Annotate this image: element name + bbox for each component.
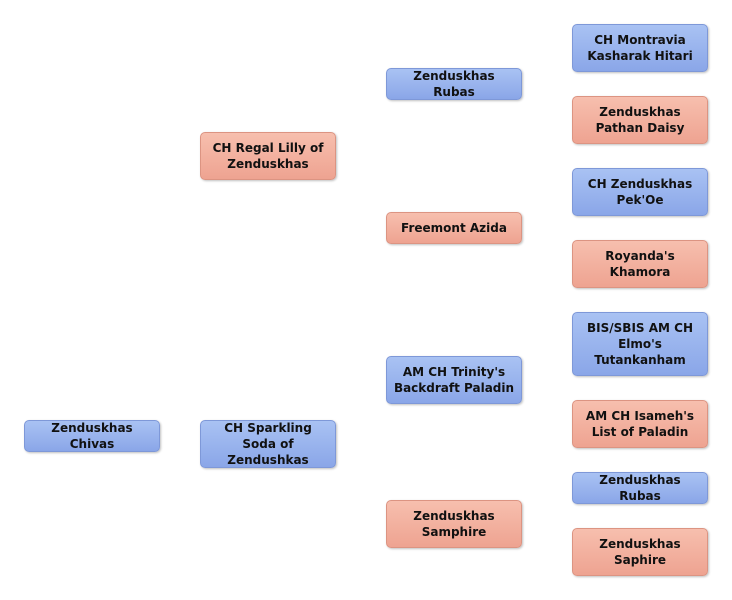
dam-dam-node: Freemont Azida — [386, 212, 522, 244]
ggp-name-4: Royanda's Khamora — [605, 249, 675, 279]
subject-node: Zenduskhas Chivas — [24, 420, 160, 452]
ggp-name-6: AM CH Isameh's List of Paladin — [585, 409, 695, 439]
sire-node: CH Sparkling Soda of Zendushkas — [200, 420, 336, 468]
ggp-node-3: CH Zenduskhas Pek'Oe — [572, 168, 708, 216]
ggp-node-5: BIS/SBIS AM CH Elmo's Tutankanham — [572, 312, 708, 376]
ggp-name-7: Zenduskhas Rubas — [599, 473, 681, 503]
dam-sire-name: Zenduskhas Rubas — [413, 69, 495, 99]
subject-name: Zenduskhas Chivas — [51, 421, 133, 451]
ggp-node-8: Zenduskhas Saphire — [572, 528, 708, 576]
ggp-name-5: BIS/SBIS AM CH Elmo's Tutankanham — [587, 321, 693, 367]
dam-dam-name: Freemont Azida — [401, 221, 507, 235]
ggp-node-7: Zenduskhas Rubas — [572, 472, 708, 504]
dam-name: CH Regal Lilly of Zenduskhas — [212, 141, 324, 171]
ggp-name-3: CH Zenduskhas Pek'Oe — [587, 177, 693, 207]
sire-dam-name: Zenduskhas Samphire — [413, 509, 495, 539]
ggp-node-4: Royanda's Khamora — [572, 240, 708, 288]
sire-sire-node: AM CH Trinity's Backdraft Paladin — [386, 356, 522, 404]
dam-node: CH Regal Lilly of Zenduskhas — [200, 132, 336, 180]
dam-sire-node: Zenduskhas Rubas — [386, 68, 522, 100]
ggp-node-6: AM CH Isameh's List of Paladin — [572, 400, 708, 448]
ggp-name-8: Zenduskhas Saphire — [599, 537, 681, 567]
sire-dam-node: Zenduskhas Samphire — [386, 500, 522, 548]
ggp-name-2: Zenduskhas Pathan Daisy — [595, 105, 685, 135]
sire-sire-name: AM CH Trinity's Backdraft Paladin — [393, 365, 515, 395]
sire-name: CH Sparkling Soda of Zendushkas — [224, 421, 312, 467]
ggp-node-2: Zenduskhas Pathan Daisy — [572, 96, 708, 144]
ggp-name-1: CH Montravia Kasharak Hitari — [587, 33, 693, 63]
ggp-node-1: CH Montravia Kasharak Hitari — [572, 24, 708, 72]
